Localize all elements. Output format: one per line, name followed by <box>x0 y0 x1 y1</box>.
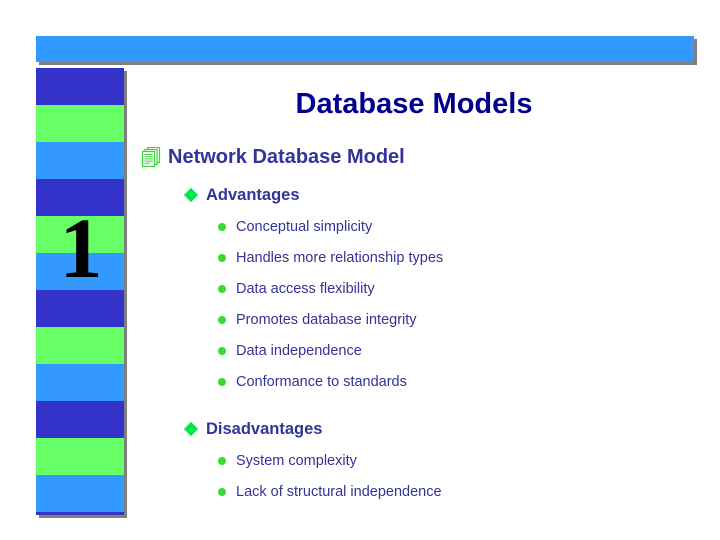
outline-level3-item: Lack of structural independence <box>140 482 710 502</box>
stacked-documents-icon <box>142 146 161 168</box>
outline-level3-item: Promotes database integrity <box>140 310 710 330</box>
outline-level3-label: Conceptual simplicity <box>236 219 373 235</box>
dot-bullet-icon <box>218 223 226 231</box>
outline-level3-label: Handles more relationship types <box>236 250 444 266</box>
outline-level2-item: Advantages <box>140 184 710 206</box>
outline-level3-label: Data access flexibility <box>236 281 375 297</box>
outline-level3-item: Data independence <box>140 341 710 361</box>
slide-content-area: Database Models <box>124 68 720 540</box>
outline-level2-label: Advantages <box>206 186 300 204</box>
sidebar-stripe <box>36 512 124 515</box>
sidebar-stripe <box>36 68 124 105</box>
outline-level3-item: System complexity <box>140 451 710 471</box>
slide-sidebar-stripes <box>36 68 124 515</box>
sidebar-stripe <box>36 290 124 327</box>
outline-level3-item: Handles more relationship types <box>140 248 710 268</box>
outline-level3-label: System complexity <box>236 453 357 469</box>
page-title: Database Models <box>295 88 533 120</box>
outline-level3-label: Conformance to standards <box>236 374 407 390</box>
dot-bullet-icon <box>218 254 226 262</box>
outline-section-disadvantages: Disadvantages System complexity Lack of … <box>140 418 710 502</box>
dot-bullet-icon <box>218 285 226 293</box>
slide-outline: Network Database Model Advantages Concep… <box>140 144 710 502</box>
sidebar-stripe <box>36 327 124 364</box>
sidebar-stripe <box>36 364 124 401</box>
sidebar-stripe <box>36 105 124 142</box>
sidebar-stripe <box>36 475 124 512</box>
outline-level1-label: Network Database Model <box>168 146 405 168</box>
diamond-bullet-icon <box>183 187 199 203</box>
sidebar-stripe <box>36 142 124 179</box>
sidebar-stripe <box>36 438 124 475</box>
outline-level3-item: Conformance to standards <box>140 372 710 392</box>
outline-section-advantages: Advantages Conceptual simplicity Handles… <box>140 184 710 392</box>
sidebar-stripe <box>36 179 124 216</box>
outline-level2-item: Disadvantages <box>140 418 710 440</box>
sidebar-stripe <box>36 253 124 290</box>
dot-bullet-icon <box>218 316 226 324</box>
section-spacer <box>140 392 710 404</box>
outline-level3-item: Conceptual simplicity <box>140 217 710 237</box>
outline-level2-label: Disadvantages <box>206 420 323 438</box>
slide-top-banner <box>36 36 694 62</box>
diamond-bullet-icon <box>183 421 199 437</box>
sidebar-stripe <box>36 216 124 253</box>
outline-level3-label: Lack of structural independence <box>236 484 442 500</box>
outline-level3-label: Data independence <box>236 343 362 359</box>
outline-level1-item: Network Database Model <box>140 144 710 170</box>
sidebar-stripe <box>36 401 124 438</box>
dot-bullet-icon <box>218 347 226 355</box>
outline-level3-item: Data access flexibility <box>140 279 710 299</box>
dot-bullet-icon <box>218 378 226 386</box>
outline-level3-label: Promotes database integrity <box>236 312 417 328</box>
dot-bullet-icon <box>218 488 226 496</box>
dot-bullet-icon <box>218 457 226 465</box>
slide-number: 1 <box>59 200 103 296</box>
